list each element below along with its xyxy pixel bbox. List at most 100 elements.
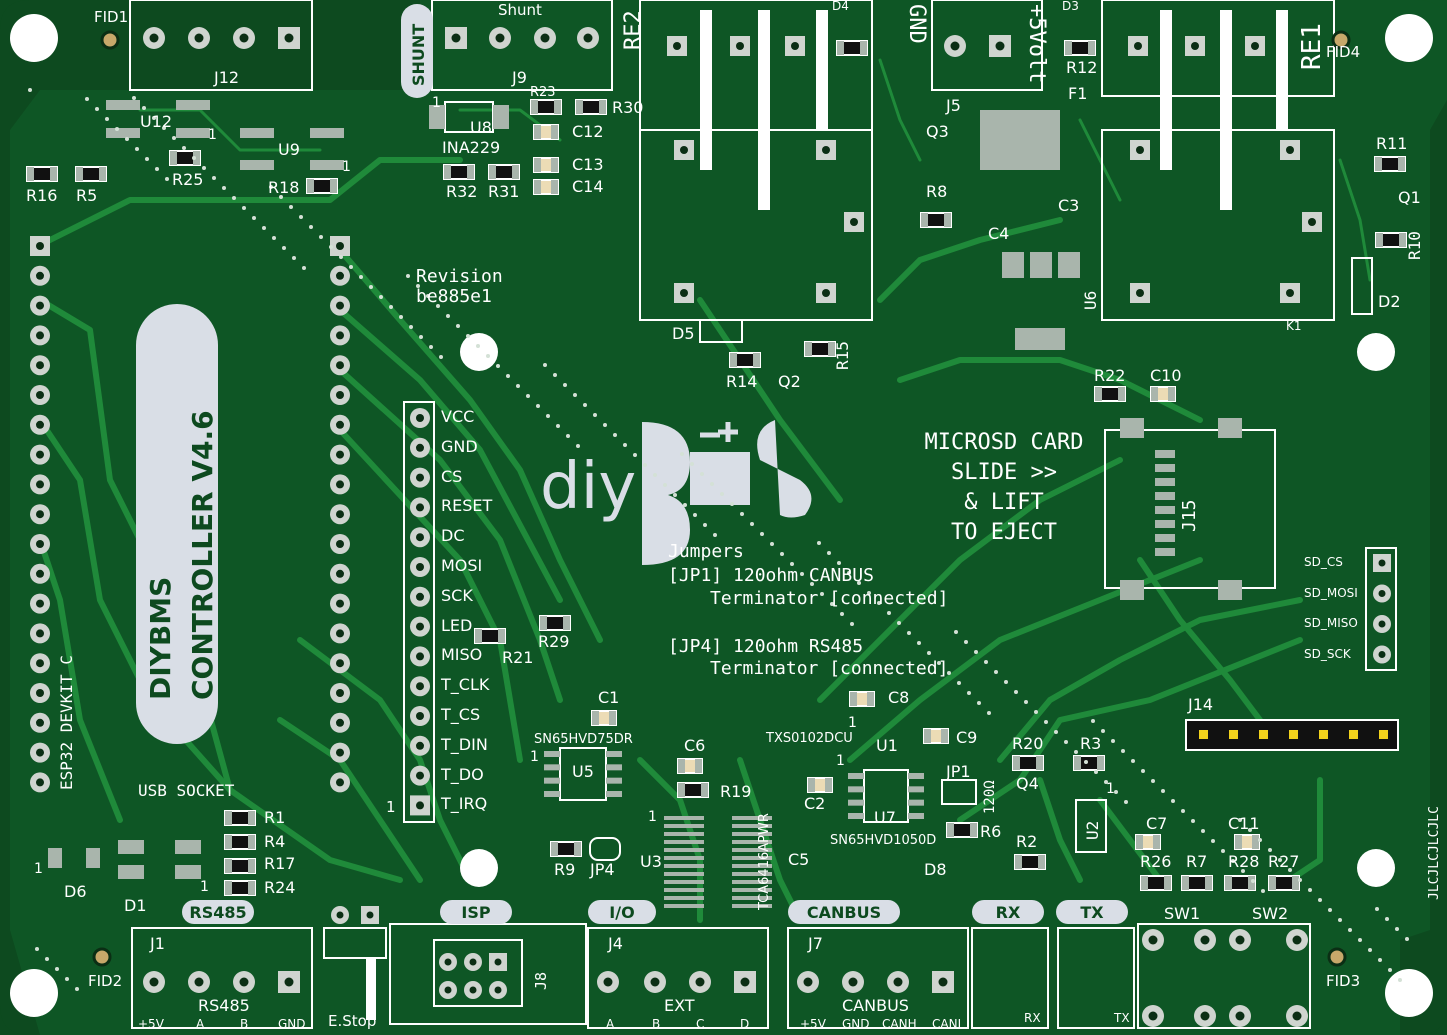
via xyxy=(1044,720,1048,724)
r10-label-group: R10 xyxy=(1405,231,1424,260)
d6-pad xyxy=(48,848,62,868)
sd-pin-hole xyxy=(1378,651,1386,658)
switch-pin-hole xyxy=(1148,1011,1158,1021)
via xyxy=(349,265,353,269)
via xyxy=(155,167,159,171)
via xyxy=(446,314,450,318)
pill-label: ISP xyxy=(461,903,490,922)
u8-chip-pin xyxy=(493,111,509,117)
via xyxy=(937,661,941,665)
copper-traces xyxy=(37,58,1372,923)
via xyxy=(399,315,403,319)
via xyxy=(302,266,306,270)
via xyxy=(1034,710,1038,714)
jumpers-note-line: Terminator [connected] xyxy=(710,658,949,679)
resistor-pad xyxy=(576,100,583,114)
u5-pin1-mark: 1 xyxy=(530,749,539,765)
usb-pad xyxy=(175,840,201,854)
via xyxy=(573,393,577,397)
display-pin-hole xyxy=(416,741,424,750)
relay-pin-hole xyxy=(850,218,858,226)
u8-chip-pin xyxy=(493,105,509,111)
u1-pin1-mark: 1 xyxy=(848,715,857,731)
via xyxy=(1338,918,1342,922)
capacitor-pad xyxy=(1235,835,1242,849)
via xyxy=(466,334,470,338)
q4-label: Q4 xyxy=(1016,774,1039,793)
u1-label: U1 xyxy=(876,736,898,755)
r21-label: R21 xyxy=(502,648,534,667)
via xyxy=(663,483,667,487)
relay-re2-slot-b xyxy=(758,10,770,210)
via xyxy=(713,533,717,537)
via xyxy=(439,355,443,359)
via xyxy=(182,146,186,150)
j14-pin xyxy=(1319,730,1328,739)
via xyxy=(1378,958,1382,962)
via xyxy=(379,295,383,299)
display-pin-label: LED xyxy=(441,615,473,635)
capacitor-pad xyxy=(551,125,558,139)
via xyxy=(840,612,844,616)
resistor-pad xyxy=(225,859,232,873)
r17-label: R17 xyxy=(264,854,296,873)
via xyxy=(1064,740,1068,744)
via xyxy=(1191,819,1195,823)
via xyxy=(817,541,821,545)
via xyxy=(125,137,129,141)
capacitor-pad xyxy=(678,759,685,773)
u9-pad xyxy=(240,128,274,138)
relay-re1-outline xyxy=(1101,129,1335,321)
via xyxy=(35,947,39,951)
display-pin-hole xyxy=(416,533,424,542)
tx-led-label: TX xyxy=(1114,1011,1130,1025)
capacitor-pad xyxy=(592,711,599,725)
u9-pad xyxy=(310,160,344,170)
via xyxy=(1091,719,1095,723)
j5-outline xyxy=(931,0,1043,91)
via xyxy=(299,215,303,219)
j5-pin-hole xyxy=(950,41,960,51)
relay-pin-hole xyxy=(1191,42,1199,50)
via xyxy=(720,492,724,496)
resistor-pad xyxy=(701,783,708,797)
resistor-pad xyxy=(1088,41,1095,55)
sw2-label: SW2 xyxy=(1252,904,1289,923)
u9-pin1-mark: 1 xyxy=(342,159,351,175)
display-pin-hole xyxy=(416,473,424,482)
display-pin-label: T_CLK xyxy=(441,675,490,695)
r5-label: R5 xyxy=(76,186,98,205)
via xyxy=(75,987,79,991)
via xyxy=(165,177,169,181)
j7-pin-hole xyxy=(893,977,903,987)
display-header-pins xyxy=(410,408,430,816)
r1-label: R1 xyxy=(264,808,286,827)
r2-label: R2 xyxy=(1016,832,1038,851)
resistor-pad xyxy=(248,881,255,895)
via xyxy=(703,523,707,527)
via xyxy=(683,503,687,507)
u8-chip-pin xyxy=(429,117,445,123)
r31-label: R31 xyxy=(488,182,520,201)
resistor-pad xyxy=(540,616,547,630)
capacitor-pad xyxy=(1252,835,1259,849)
r22-label: R22 xyxy=(1094,366,1126,385)
u3-pin xyxy=(664,824,704,828)
ina229-label: INA229 xyxy=(442,138,501,157)
fid4-label: FID4 xyxy=(1326,43,1361,61)
j14-label: J14 xyxy=(1188,695,1214,714)
r18-label: R18 xyxy=(268,178,300,197)
re1-label: RE1 xyxy=(1297,23,1327,70)
via xyxy=(426,294,430,298)
title-line-2: CONTROLLER V4.6 xyxy=(186,410,219,700)
u12-pad xyxy=(176,100,210,110)
u3-pin xyxy=(732,888,772,892)
via xyxy=(282,246,286,250)
r3-label: R3 xyxy=(1080,734,1102,753)
via xyxy=(633,453,637,457)
pill-label: CANBUS xyxy=(807,903,881,922)
via xyxy=(272,236,276,240)
u3-pin xyxy=(664,832,704,836)
fid2-label: FID2 xyxy=(88,972,123,990)
